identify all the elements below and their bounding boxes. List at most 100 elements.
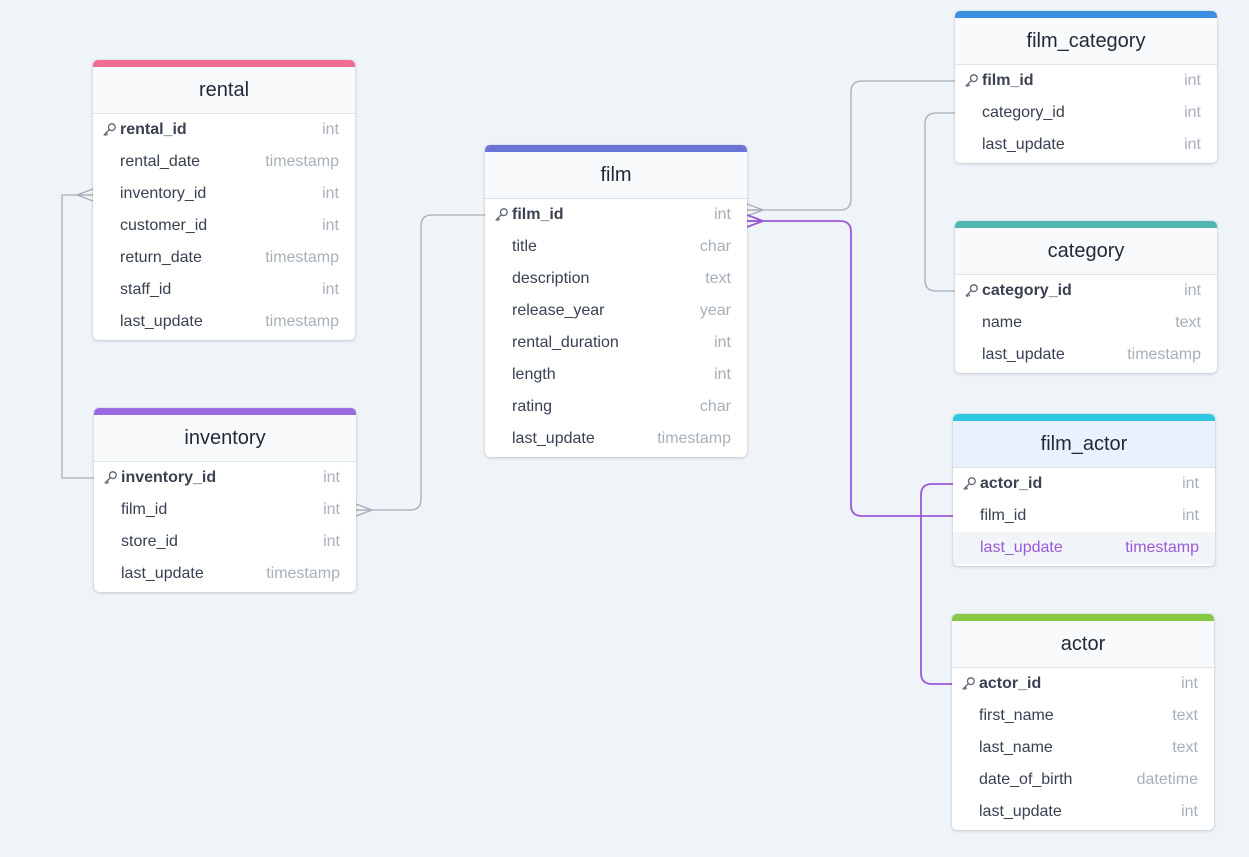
column-type: int [1184,136,1201,153]
column-name: last_update [512,430,595,447]
column-name: film_id [512,206,564,223]
column-name: last_update [121,565,204,582]
column-type: char [699,238,731,255]
table-film[interactable]: film film_id int title char description text re… [485,145,747,457]
column-type: int [322,121,339,138]
table-header[interactable]: rental [93,67,355,114]
column-type: text [1175,314,1201,331]
table-header[interactable]: film [485,152,747,199]
column-row[interactable]: rental_id int [93,114,355,146]
column-name: title [512,238,537,255]
column-name: customer_id [120,217,208,234]
column-name: description [512,270,590,287]
column-type: text [705,270,731,287]
relation-line[interactable] [747,80,955,211]
column-type: timestamp [1125,539,1199,556]
column-name: date_of_birth [979,771,1073,788]
column-name: last_update [120,313,203,330]
table-header[interactable]: actor [952,621,1214,668]
column-type: timestamp [265,249,339,266]
column-name: name [982,314,1023,331]
column-row[interactable]: date_of_birth datetime [952,764,1214,796]
table-header[interactable]: film_category [955,18,1217,65]
column-name: store_id [121,533,178,550]
table-header[interactable]: film_actor [953,421,1215,468]
column-name: length [512,366,556,383]
column-type: int [323,501,340,518]
column-name: last_update [982,136,1065,153]
column-row[interactable]: last_update int [955,129,1217,161]
column-name: last_update [980,539,1063,556]
relation-film-category-film-id-to-film-film-id[interactable] [746,80,955,217]
column-row[interactable]: film_id int [94,494,356,526]
relation-line[interactable] [61,194,94,479]
primary-key-icon [964,283,979,298]
column-name: rental_id [120,121,187,138]
relation-line[interactable] [924,112,955,292]
relation-film-actor-film-id-to-film-film-id[interactable] [746,214,953,517]
primary-key-icon [103,470,118,485]
column-row[interactable]: title char [485,231,747,263]
column-name: film_id [121,501,168,518]
column-row[interactable]: name text [955,307,1217,339]
table-header[interactable]: inventory [94,415,356,462]
relation-film-film-id-to-inventory-film-id[interactable] [355,214,485,517]
column-name: last_update [979,803,1062,820]
table-accent-bar [952,614,1214,621]
column-name: category_id [982,104,1065,121]
table-accent-bar [953,414,1215,421]
relation-actor-actor-id-to-film-actor-actor-id[interactable] [920,483,953,685]
column-row[interactable]: film_id int [485,199,747,231]
column-type: datetime [1136,771,1198,788]
relation-line[interactable] [747,220,953,517]
relation-category-category-id-to-film-category-category-id[interactable] [924,112,955,292]
relation-line[interactable] [356,214,485,511]
table-header[interactable]: category [955,228,1217,275]
column-type: int [714,206,731,223]
column-row[interactable]: last_update int [952,796,1214,828]
column-type: timestamp [1127,346,1201,363]
column-type: int [1182,475,1199,492]
column-row[interactable]: last_update timestamp [953,532,1215,564]
relation-inventory-inventory-id-to-rental-inventory-id[interactable] [61,188,94,479]
column-name: inventory_id [121,469,217,486]
crows-foot-icon [355,503,374,517]
column-name: film_id [980,507,1027,524]
column-name: actor_id [979,675,1042,692]
relation-line[interactable] [920,483,953,685]
column-row[interactable]: description text [485,263,747,295]
column-type: int [1181,803,1198,820]
primary-key-icon [964,73,979,88]
